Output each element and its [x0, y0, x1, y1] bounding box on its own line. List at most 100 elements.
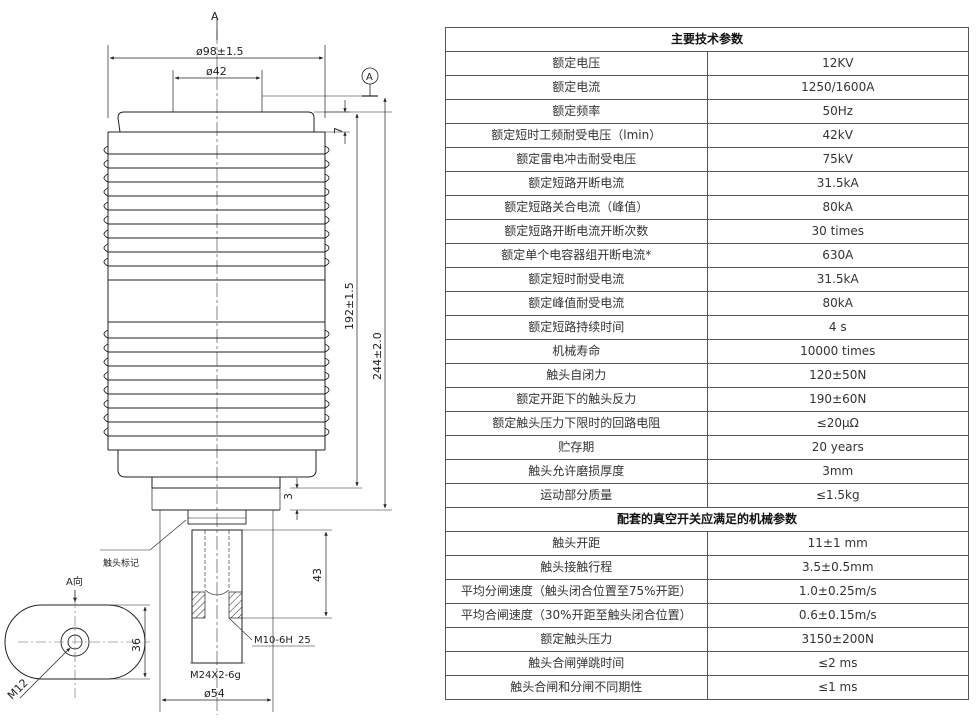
- param-value: 50Hz: [706, 99, 969, 124]
- detail-title: A向: [66, 575, 83, 588]
- param-value: 80kA: [706, 291, 969, 316]
- main-params-header: 主要技术参数: [445, 27, 969, 52]
- table-row: 平均合闸速度（30%开距至触头闭合位置）0.6±0.15m/s: [445, 603, 969, 628]
- param-name: 额定短路关合电流（峰值）: [445, 195, 708, 220]
- thread-m10-label: M10-6H: [254, 635, 293, 646]
- table-row: 额定触头压力下限时的回路电阻≤20μΩ: [445, 411, 969, 436]
- param-name: 触头开距: [445, 531, 708, 556]
- mech-params-header-title: 配套的真空开关应满足的机械参数: [445, 507, 969, 532]
- upper-sheds: [103, 145, 330, 267]
- param-name: 机械寿命: [445, 339, 708, 364]
- param-value: 1.0±0.25m/s: [706, 579, 969, 604]
- dim-outer-diameter-label: ø98±1.5: [196, 45, 243, 58]
- param-name: 触头合闸和分闸不同期性: [445, 675, 708, 700]
- param-value: 42kV: [706, 123, 969, 148]
- bottom-flange: [117, 450, 317, 478]
- datum-label: A: [366, 72, 373, 83]
- table-row: 运动部分质量≤1.5kg: [445, 483, 969, 508]
- param-value: 75kV: [706, 147, 969, 172]
- param-value: 11±1 mm: [706, 531, 969, 556]
- param-name: 额定雷电冲击耐受电压: [445, 147, 708, 172]
- param-name: 额定短路开断电流: [445, 171, 708, 196]
- thread-section-right: [228, 591, 243, 619]
- param-value: 630A: [706, 243, 969, 268]
- dim-36-label: 36: [130, 638, 143, 652]
- param-name: 额定短时耐受电流: [445, 267, 708, 292]
- param-name: 额定触头压力下限时的回路电阻: [445, 411, 708, 436]
- mech-params-header: 配套的真空开关应满足的机械参数: [445, 507, 969, 532]
- param-name: 额定短路持续时间: [445, 315, 708, 340]
- param-name: 额定频率: [445, 99, 708, 124]
- table-row: 触头合闸弹跳时间≤2 ms: [445, 651, 969, 676]
- param-value: 190±60N: [706, 387, 969, 412]
- table-row: 额定短时工频耐受电压（lmin）42kV: [445, 123, 969, 148]
- param-name: 额定单个电容器组开断电流*: [445, 243, 708, 268]
- thread-depth-label: 25: [298, 635, 311, 646]
- param-value: 10000 times: [706, 339, 969, 364]
- main-params-header-title: 主要技术参数: [445, 27, 969, 52]
- param-name: 额定触头压力: [445, 627, 708, 652]
- param-name: 触头合闸弹跳时间: [445, 651, 708, 676]
- stem-collar: [187, 509, 247, 525]
- contact-mark-callout: 触头标记: [103, 557, 139, 569]
- table-row: 额定单个电容器组开断电流*630A: [445, 243, 969, 268]
- view-label-top: A: [211, 10, 219, 23]
- param-name: 触头接触行程: [445, 555, 708, 580]
- param-value: 31.5kA: [706, 171, 969, 196]
- dim-flange-diameter-label: ø42: [206, 65, 227, 78]
- param-name: 平均分闸速度（触头闭合位置至75%开距）: [445, 579, 708, 604]
- lower-sheds: [103, 329, 330, 437]
- dim-244-label: 244±2.0: [371, 332, 384, 380]
- param-name: 额定短路开断电流开断次数: [445, 219, 708, 244]
- top-cap: [117, 111, 315, 133]
- param-name: 触头自闭力: [445, 363, 708, 388]
- dim-192-label: 192±1.5: [343, 282, 356, 330]
- param-name: 额定短时工频耐受电压（lmin）: [445, 123, 708, 148]
- param-value: 12KV: [706, 51, 969, 76]
- param-value: 31.5kA: [706, 267, 969, 292]
- param-value: 4 s: [706, 315, 969, 340]
- thread-section-left: [191, 591, 206, 619]
- interrupter-drawing: A ø98±1.5 ø42 A 7: [4, 10, 392, 715]
- param-value: ≤1.5kg: [706, 483, 969, 508]
- param-value: ≤2 ms: [706, 651, 969, 676]
- param-value: 3.5±0.5mm: [706, 555, 969, 580]
- param-name: 贮存期: [445, 435, 708, 460]
- param-value: 20 years: [706, 435, 969, 460]
- param-value: ≤20μΩ: [706, 411, 969, 436]
- thread-m24-label: M24X2-6g: [190, 670, 241, 681]
- param-name: 触头允许磨损厚度: [445, 459, 708, 484]
- dim-43-label: 43: [311, 568, 324, 582]
- param-name: 额定开距下的触头反力: [445, 387, 708, 412]
- param-name: 额定峰值耐受电流: [445, 291, 708, 316]
- param-name: 额定电压: [445, 51, 708, 76]
- param-value: 0.6±0.15m/s: [706, 603, 969, 628]
- param-value: 30 times: [706, 219, 969, 244]
- table-row: 额定短路关合电流（峰值）80kA: [445, 195, 969, 220]
- dim-top-height-label: 7: [332, 127, 345, 134]
- dim-bottom-diameter-label: ø54: [204, 687, 225, 700]
- table-row: 平均分闸速度（触头闭合位置至75%开距）1.0±0.25m/s: [445, 579, 969, 604]
- param-value: 1250/1600A: [706, 75, 969, 100]
- param-value: 3150±200N: [706, 627, 969, 652]
- param-name: 平均合闸速度（30%开距至触头闭合位置）: [445, 603, 708, 628]
- detail-thread-label: M12: [5, 676, 31, 702]
